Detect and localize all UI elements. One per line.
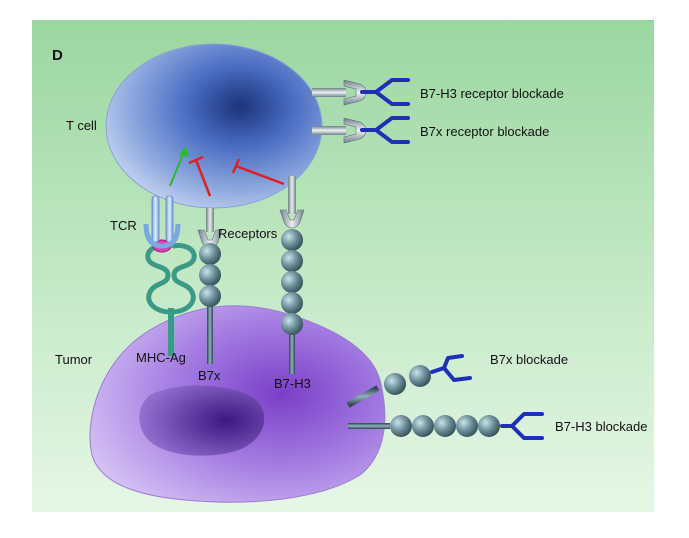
b7h3-label: B7-H3: [274, 376, 311, 391]
t-cell-label: T cell: [66, 118, 97, 133]
b7h3-inhibition-arrow: [231, 158, 285, 186]
b7x-receptor-blockade-label: B7x receptor blockade: [420, 124, 549, 139]
antibody-icon: [430, 354, 472, 382]
b7h3-blockade: [348, 412, 544, 440]
receptors-label: Receptors: [218, 226, 278, 241]
antibody-icon: [360, 116, 410, 144]
tumor-label: Tumor: [55, 352, 93, 367]
b7h3-ligand: [281, 229, 303, 374]
b7h3-receptor-blockade: [312, 78, 410, 106]
mhc-ag-molecule: [145, 243, 197, 356]
tcr-receptor: [143, 195, 181, 249]
b7x-blockade: [346, 354, 472, 408]
b7x-ligand: [199, 243, 221, 364]
mhc-ag-label: MHC-Ag: [136, 350, 186, 365]
activation-arrow: [169, 146, 189, 187]
b7x-blockade-label: B7x blockade: [490, 352, 568, 367]
antibody-icon: [500, 412, 544, 440]
antibody-icon: [360, 78, 410, 106]
b7x-label: B7x: [198, 368, 221, 383]
tumor-nucleus: [139, 385, 265, 456]
tcr-label: TCR: [110, 218, 137, 233]
b7x-receptor-blockade: [312, 116, 410, 144]
b7h3-receptor: [279, 176, 305, 229]
b7h3-blockade-label: B7-H3 blockade: [555, 419, 648, 434]
b7h3-receptor-blockade-label: B7-H3 receptor blockade: [420, 86, 564, 101]
b7x-inhibition-arrow: [188, 155, 212, 197]
panel-letter: D: [52, 47, 63, 64]
